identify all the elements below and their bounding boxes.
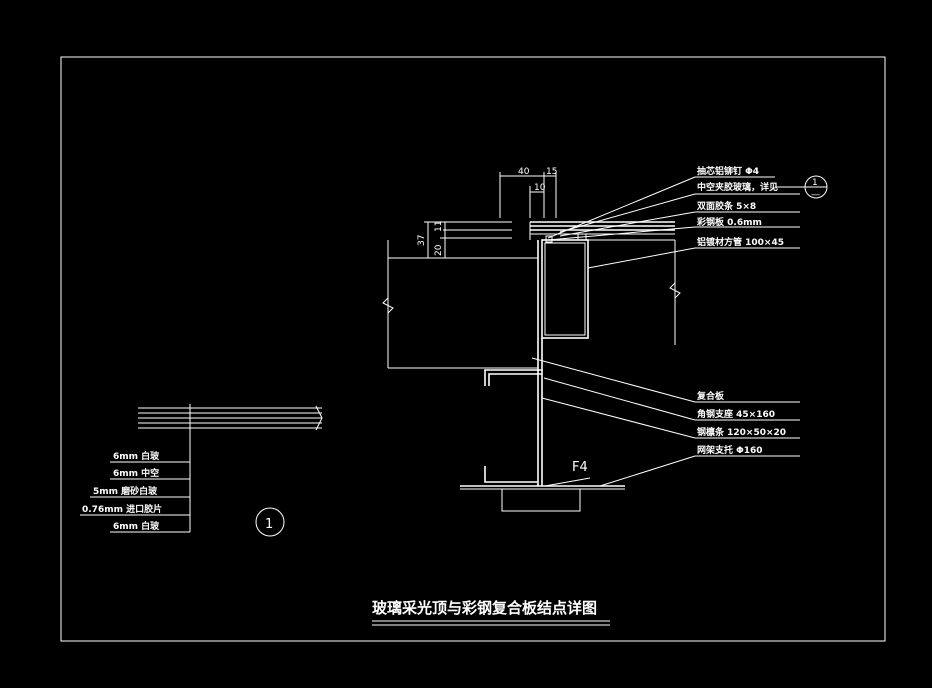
label-laminated-glass: 中空夹胶玻璃，详见 <box>697 181 778 193</box>
dim-11: 11 <box>434 221 444 232</box>
label-angle-bracket: 角钢支座 45×160 <box>697 408 775 420</box>
dim-15: 15 <box>546 167 557 177</box>
dim-10: 10 <box>534 183 546 193</box>
label-frosted-glass: 5mm 磨砂白玻 <box>93 485 158 497</box>
label-rivet: 抽芯铝铆钉 Φ4 <box>697 165 759 177</box>
leader-lines-right <box>531 175 828 487</box>
dim-20: 20 <box>434 244 444 256</box>
label-support: 网架支托 Φ160 <box>697 444 763 456</box>
label-steel-sheet: 彩钢板 0.6mm <box>696 216 762 228</box>
label-composite-panel: 复合板 <box>696 390 725 402</box>
detail-marker-text: 1 <box>265 517 273 532</box>
section-detail: F4 40 15 10 37 20 11 <box>382 167 681 512</box>
label-purlin: 钢檩条 120×50×20 <box>697 426 786 438</box>
label-square-tube: 铝镀材方管 100×45 <box>697 236 784 248</box>
detail-marker-circle <box>255 507 285 537</box>
label-hollow: 6mm 中空 <box>113 467 159 479</box>
drawing-title: 玻璃采光顶与彩钢复合板结点详图 <box>372 599 597 617</box>
dim-37: 37 <box>417 235 427 246</box>
drawing-frame <box>60 56 886 642</box>
label-white-glass-2: 6mm 白玻 <box>113 520 160 532</box>
glass-layer-detail <box>80 404 323 533</box>
node-label-f4: F4 <box>572 460 588 475</box>
label-white-glass-1: 6mm 白玻 <box>113 450 160 462</box>
label-film: 0.76mm 进口胶片 <box>82 503 162 515</box>
detail-ref-top: 1 <box>812 178 818 188</box>
dim-40: 40 <box>518 167 530 177</box>
label-tape: 双面胶条 5×8 <box>697 200 756 212</box>
detail-ref-bottom: — <box>811 190 820 200</box>
